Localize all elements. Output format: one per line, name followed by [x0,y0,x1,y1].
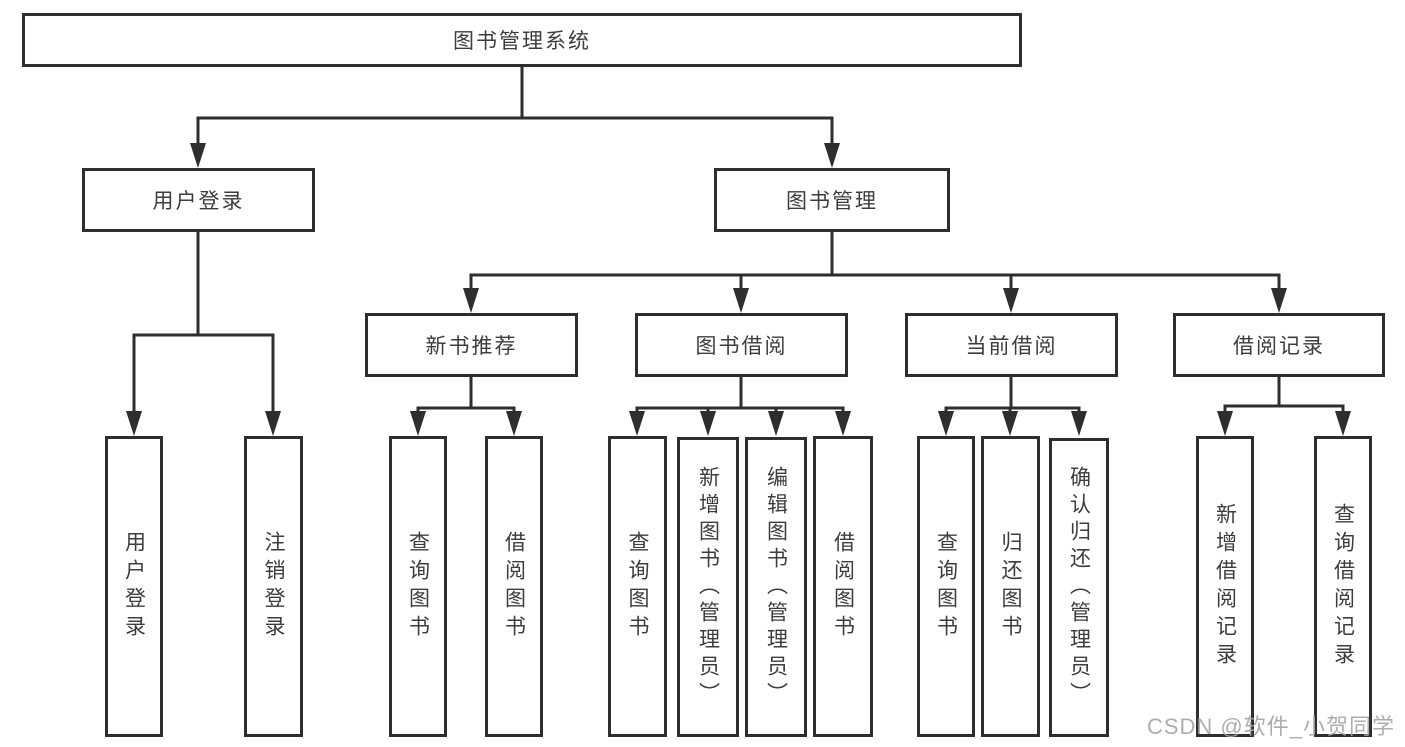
node-new-book-rec-label: 新书推荐 [425,335,518,358]
leaf-bb-borrow-books-label: 借阅图书 [831,530,855,643]
leaf-user-login-label: 用户登录 [122,530,146,643]
leaf-bb-borrow-books: 借阅图书 [813,436,873,737]
leaf-bb-add-books-admin: 新增图书（管理员） [677,437,739,737]
edge-new-book-rec-to-leaves [416,377,516,414]
node-root: 图书管理系统 [22,13,1022,67]
edge-book-mgmt-to-level3 [469,232,1281,291]
leaf-nbr-borrow-books: 借阅图书 [485,436,543,737]
edge-book-borrow-to-leaves [635,377,845,414]
leaf-nbr-query-books-label: 查询图书 [406,530,430,643]
node-borrow-records-label: 借阅记录 [1233,335,1325,358]
leaf-bb-query-books: 查询图书 [608,436,667,737]
leaf-cb-confirm-return-admin: 确认归还（管理员） [1049,438,1109,737]
node-current-borrow: 当前借阅 [905,313,1118,377]
edge-root-to-level2 [196,67,834,146]
leaf-nbr-query-books: 查询图书 [389,436,447,737]
node-current-borrow-label: 当前借阅 [965,335,1058,358]
node-new-book-rec: 新书推荐 [365,313,578,377]
leaf-br-add-record: 新增借阅记录 [1196,436,1254,737]
edge-user-login-to-leaves [132,232,275,414]
leaf-cb-query-books: 查询图书 [917,436,975,737]
leaf-nbr-borrow-books-label: 借阅图书 [502,530,526,643]
leaf-bb-query-books-label: 查询图书 [626,530,649,643]
arrowheads [126,143,1351,436]
node-book-mgmt: 图书管理 [714,168,950,232]
leaf-br-add-record-label: 新增借阅记录 [1213,502,1237,671]
leaf-logout: 注销登录 [244,436,303,737]
leaf-bb-add-books-admin-label: 新增图书（管理员） [696,465,720,709]
node-user-login: 用户登录 [82,168,315,232]
edge-borrow-records-to-leaves [1223,377,1345,414]
leaf-cb-return-books: 归还图书 [981,436,1040,737]
node-user-login-label: 用户登录 [152,190,245,213]
node-borrow-records: 借阅记录 [1173,313,1385,377]
node-book-borrow: 图书借阅 [635,313,848,377]
leaf-cb-query-books-label: 查询图书 [934,530,958,643]
leaf-cb-return-books-label: 归还图书 [999,530,1022,643]
leaf-bb-edit-books-admin: 编辑图书（管理员） [745,437,807,737]
leaf-br-query-record: 查询借阅记录 [1314,436,1372,737]
leaf-user-login: 用户登录 [105,436,163,737]
edge-current-borrow-to-leaves [944,377,1081,414]
leaf-br-query-record-label: 查询借阅记录 [1331,502,1355,671]
node-root-label: 图书管理系统 [453,30,591,53]
leaf-bb-edit-books-admin-label: 编辑图书（管理员） [764,465,788,709]
node-book-borrow-label: 图书借阅 [695,335,788,358]
leaf-logout-label: 注销登录 [262,530,285,643]
watermark: CSDN @软件_小贺同学 [1146,714,1395,739]
leaf-cb-confirm-return-admin-label: 确认归还（管理员） [1067,466,1091,709]
node-book-mgmt-label: 图书管理 [786,190,878,213]
